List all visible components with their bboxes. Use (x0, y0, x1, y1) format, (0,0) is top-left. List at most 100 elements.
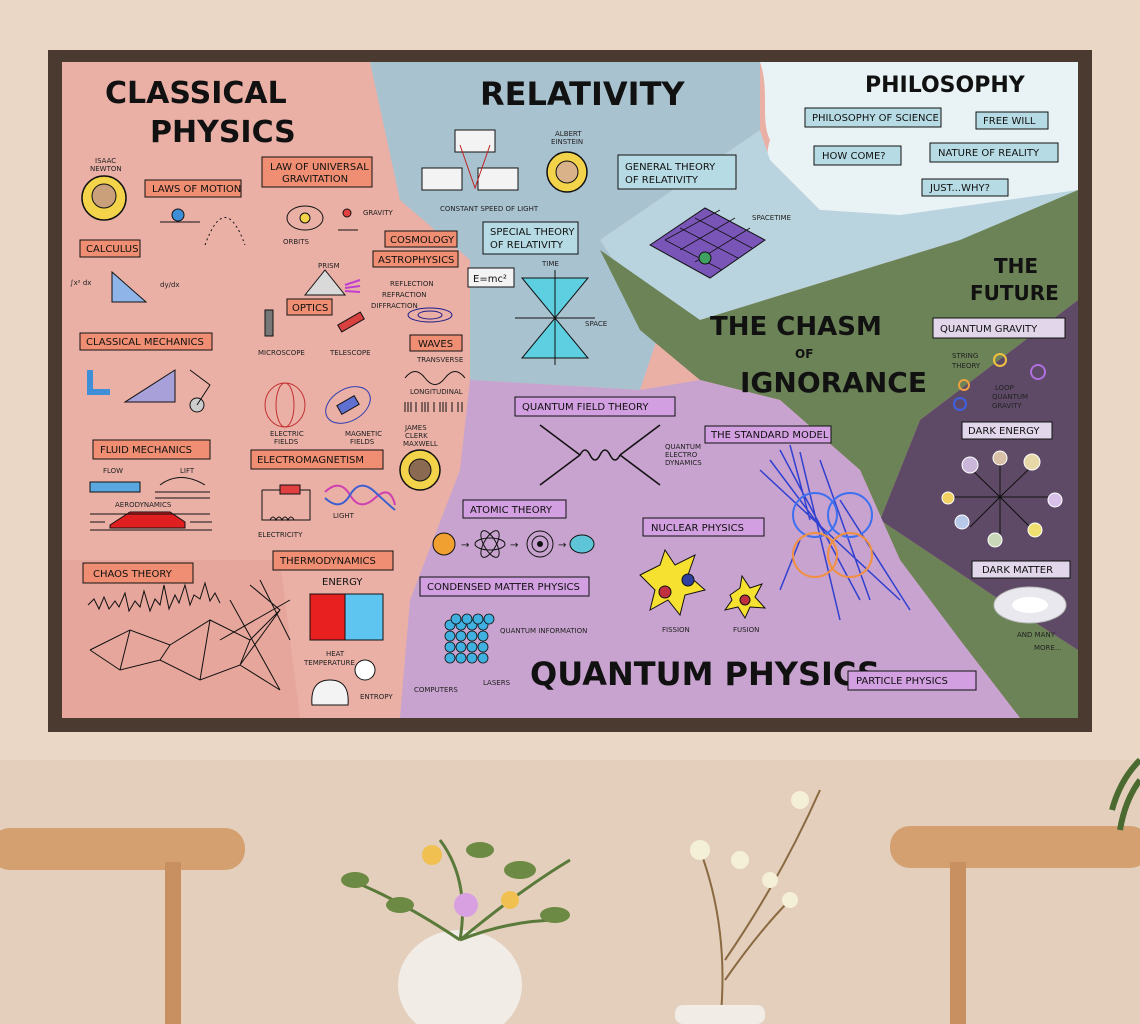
hot-chamber-icon (309, 593, 346, 641)
wave-rings-icon (407, 307, 453, 323)
earth-icon (698, 251, 712, 265)
how-come-box[interactable] (813, 145, 902, 166)
einstein-face (555, 160, 579, 184)
flow-label: FLOW (103, 467, 123, 475)
feynman-photon-icon (579, 449, 621, 461)
right-chair (890, 826, 1140, 1024)
temperature-label: TEMPERATURE (303, 659, 355, 667)
loop-icon-blue (953, 397, 967, 411)
qed-label-1: QUANTUM (665, 443, 701, 451)
blossom-icon-2 (731, 851, 749, 869)
rutherford-orbit-2 (480, 530, 500, 558)
free-will-box[interactable] (975, 111, 1049, 130)
einstein-label-1: ALBERT (555, 130, 582, 138)
rutherford-atom-icon (474, 537, 506, 551)
gravitation-label-2: GRAVITATION (282, 174, 348, 185)
many-more-label-2: MORE... (1034, 644, 1062, 652)
philosophy-title: PHILOSOPHY (865, 73, 1026, 98)
general-relativity-box (617, 154, 737, 190)
general-relativity-label-1: GENERAL THEORY (625, 162, 716, 173)
quantum-gravity-label: QUANTUM GRAVITY (940, 324, 1038, 335)
magnet-icon (336, 394, 360, 416)
feynman-lines-icon (539, 424, 661, 486)
newton-label-1: ISAAC (95, 157, 116, 165)
galaxy-icon-3 (1023, 453, 1041, 471)
dark-energy-box[interactable] (961, 421, 1053, 440)
galaxy-icon-7 (987, 532, 1003, 548)
light-wave-icon-2 (324, 484, 396, 511)
waves-label: WAVES (418, 339, 453, 350)
quantum-gravity-box[interactable] (932, 317, 1066, 339)
atomic-theory-box[interactable] (462, 499, 567, 519)
calculus-box (79, 239, 141, 258)
heat-label: HEAT (326, 650, 345, 658)
dark-energy-label: DARK ENERGY (968, 426, 1040, 437)
airfoil-lines-icon (155, 477, 210, 499)
quantum-region (400, 380, 1020, 718)
quantum-information-label: QUANTUM INFORMATION (500, 627, 587, 635)
condensed-matter-box[interactable] (419, 576, 590, 597)
chaos-theory-box (82, 562, 194, 584)
blossom-icon-3 (791, 791, 809, 809)
particle-physics-box[interactable] (847, 670, 977, 691)
chaos-theory-label: CHAOS THEORY (93, 569, 173, 580)
nature-of-reality-box[interactable] (929, 142, 1059, 163)
einstein-label-2: EINSTEIN (551, 138, 583, 146)
quantum-loop-icon (1030, 364, 1046, 380)
circuit-icon (261, 489, 311, 521)
yellow-flower-icon-2 (501, 891, 519, 909)
general-relativity-label-2: OF RELATIVITY (625, 175, 699, 186)
magnetic-fields-label-2: FIELDS (350, 438, 375, 446)
transverse-label: TRANSVERSE (416, 356, 463, 364)
quantum-field-theory-label: QUANTUM FIELD THEORY (522, 402, 649, 413)
leaf-1 (341, 872, 369, 888)
sun-icon (299, 212, 311, 224)
special-relativity-box (482, 221, 579, 255)
chasm-title-2: OF (795, 347, 813, 361)
cold-chamber-icon (344, 593, 384, 641)
galaxy-icon-2 (992, 450, 1008, 466)
calculus-formula: ∫x² dx (70, 279, 91, 287)
electric-fields-label-1: ELECTRIC (270, 430, 304, 438)
leaf-4 (540, 907, 570, 923)
fission-nucleus-2 (681, 573, 695, 587)
fission-label: FISSION (662, 626, 690, 634)
future-title-2: FUTURE (970, 281, 1059, 305)
gravitation-box (261, 156, 373, 188)
fusion-label: FUSION (733, 626, 759, 634)
standard-model-box[interactable] (704, 425, 832, 444)
string-theory-label-1: STRING (952, 352, 978, 360)
bohr-atom-icon (526, 530, 554, 558)
loop-gravity-label-1: LOOP (995, 384, 1014, 392)
light-clock-left-icon (421, 167, 463, 191)
maxwell-label-3: MAXWELL (403, 440, 438, 448)
blossom-icon-1 (690, 840, 710, 860)
optics-box (286, 298, 333, 316)
bohr-atom-inner (531, 535, 549, 553)
gravitation-label-1: LAW OF UNIVERSAL (270, 162, 369, 173)
collision-ring-1 (792, 492, 838, 538)
dark-matter-box[interactable] (971, 560, 1071, 579)
fluid-mechanics-box (92, 439, 211, 460)
integral-graph-icon (111, 270, 148, 303)
spacetime-label: SPACETIME (752, 214, 791, 222)
calculus-label: CALCULUS (86, 244, 138, 255)
resistor-icon (279, 484, 301, 495)
aerodynamics-label: AERODYNAMICS (115, 501, 172, 509)
quantum-field-theory-box[interactable] (514, 396, 676, 417)
free-will-label: FREE WILL (983, 116, 1036, 127)
rutherford-orbit-3 (480, 530, 500, 558)
just-why-box[interactable] (921, 178, 1009, 197)
qed-label-3: DYNAMICS (665, 459, 702, 467)
philosophy-of-science-box[interactable] (804, 107, 942, 128)
chasm-title-3: IGNORANCE (740, 366, 927, 399)
blossom-icon-5 (782, 892, 798, 908)
classical-title: CLASSICAL (105, 76, 287, 111)
gravity-label: GRAVITY (363, 209, 393, 217)
bohr-nucleus (537, 541, 543, 547)
nuclear-physics-box[interactable] (642, 517, 765, 537)
maxwell-face (408, 458, 432, 482)
spacetime-grid-icon (649, 207, 766, 279)
galaxy-icon-5 (1047, 492, 1063, 508)
waves-box (409, 334, 463, 352)
